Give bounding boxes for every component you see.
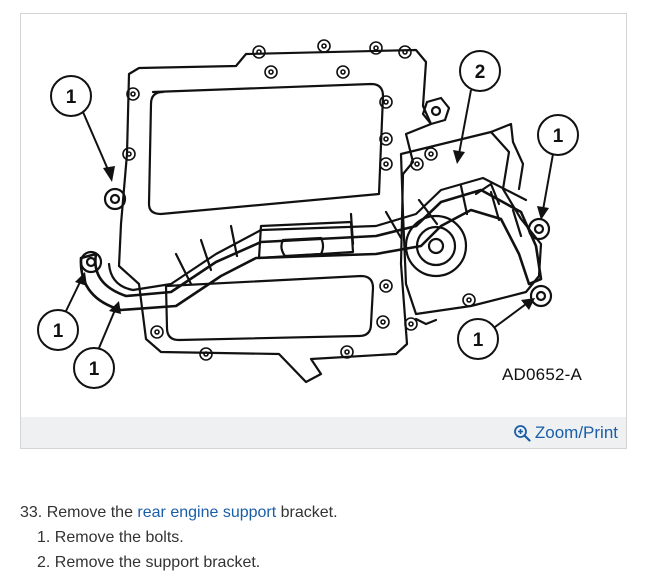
callout-label: 2 <box>475 62 486 83</box>
arrowhead <box>75 272 87 286</box>
step-text-after: bracket. <box>280 504 338 521</box>
step-number: 33. <box>20 504 43 521</box>
support-bracket <box>79 188 543 312</box>
substep-item: 2. Remove the support bracket. <box>37 550 338 575</box>
rear-engine-support-link[interactable]: rear engine support <box>137 504 277 521</box>
magnifier-plus-icon <box>513 425 531 442</box>
oil-pan-inner <box>147 82 385 216</box>
zoom-print-label: Zoom/Print <box>534 423 618 442</box>
substep-number: 2. <box>37 554 51 571</box>
callout-circle <box>537 114 579 156</box>
figure-container: 1 2 1 1 1 1 AD0652-A Zoom/Print <box>20 13 627 449</box>
substep-text: Remove the bolts. <box>54 529 184 546</box>
hex-bolt <box>421 96 451 126</box>
callout-label: 1 <box>89 359 100 380</box>
bracket-bolts <box>79 187 553 308</box>
rear-engine-support-diagram: 1 2 1 1 1 1 <box>37 39 579 389</box>
callout-circle <box>50 75 92 117</box>
transaxle-housing <box>399 130 543 316</box>
figure-footer: Zoom/Print <box>21 417 626 448</box>
arrowhead <box>537 206 549 220</box>
callout-label: 1 <box>553 126 564 147</box>
instructions: 33. Remove the rear engine support brack… <box>20 500 338 575</box>
arrowhead <box>103 166 115 182</box>
callout-label: 1 <box>66 87 77 108</box>
callout-label: 1 <box>473 330 484 351</box>
callout-label: 1 <box>53 321 64 342</box>
substep-item: 1. Remove the bolts. <box>37 525 338 550</box>
arrowhead <box>453 150 465 164</box>
arrowhead <box>521 298 535 310</box>
step-text-before: Remove the <box>46 504 133 521</box>
flange-bolts <box>122 39 476 361</box>
substep-list: 1. Remove the bolts. 2. Remove the suppo… <box>20 525 338 575</box>
callout-circle <box>73 347 115 389</box>
figure-code: AD0652-A <box>502 365 583 384</box>
callout-circle <box>37 309 79 351</box>
arrowhead <box>109 301 121 314</box>
pulley <box>404 214 468 278</box>
callout-circle <box>457 318 499 360</box>
oil-pan-outline <box>117 48 433 384</box>
callout-circle <box>459 50 501 92</box>
substep-text: Remove the support bracket. <box>54 554 261 571</box>
substep-number: 1. <box>37 529 51 546</box>
step-33: 33. Remove the rear engine support brack… <box>20 500 338 525</box>
oil-pan-lower <box>164 274 375 342</box>
zoom-print-link[interactable]: Zoom/Print <box>513 423 618 443</box>
